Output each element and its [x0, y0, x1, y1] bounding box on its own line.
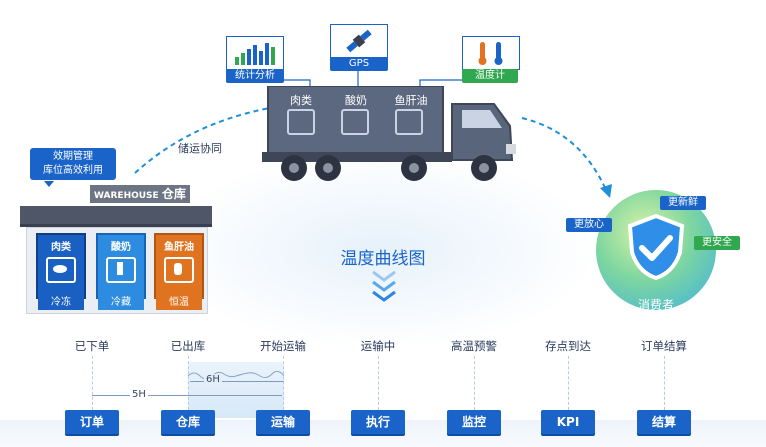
- flow-label-storage-transport: 储运协同: [178, 142, 222, 155]
- device-thermometer-label: 温度计: [462, 69, 518, 83]
- yogurt-icon: [106, 257, 136, 283]
- marker-6h: 6H: [204, 374, 222, 385]
- step-order-button[interactable]: 订单: [65, 410, 119, 434]
- marker-5h-line: [92, 395, 282, 396]
- step-status-ordered: 已下单: [74, 339, 110, 353]
- consumer-label: 消费者: [637, 298, 674, 312]
- marker-5h: 5H: [130, 389, 148, 400]
- fish-oil-icon: [164, 257, 194, 283]
- step-status-start-transport: 开始运输: [260, 339, 306, 353]
- step-status-in-transit: 运输中: [360, 339, 396, 353]
- warehouse-roof: [20, 206, 212, 227]
- step-settlement-button[interactable]: 结算: [637, 410, 691, 434]
- step-guide-5: [474, 356, 475, 410]
- step-guide-2: [188, 356, 189, 410]
- room-title: 鱼肝油: [164, 242, 194, 253]
- consumer-tag-safety: 更安全: [694, 236, 740, 250]
- step-status-heat-alert: 高温预警: [451, 339, 497, 353]
- room-temp-frozen: 冷冻: [38, 296, 84, 310]
- flow-arrow-storage-to-truck: [134, 102, 278, 174]
- truck: [262, 86, 516, 181]
- warehouse-sign-cn: 仓库: [161, 187, 186, 201]
- thermometer-icon: [478, 42, 503, 65]
- truck-cargo-fish-oil: 鱼肝油: [394, 94, 428, 107]
- warehouse-callout-tail: [44, 181, 54, 187]
- step-guide-3: [283, 356, 284, 410]
- consumer-tag-assurance: 更放心: [566, 218, 612, 232]
- room-title: 酸奶: [111, 242, 131, 253]
- warehouse-sign: WAREHOUSE 仓库: [90, 185, 190, 203]
- step-monitor-button[interactable]: 监控: [447, 410, 501, 434]
- device-stats-label: 统计分析: [226, 69, 284, 83]
- flow-arrow-truck-to-consumer: [521, 117, 612, 198]
- shield-check-icon: [627, 213, 685, 281]
- curve-title: 温度曲线图: [340, 249, 426, 269]
- step-transport-button[interactable]: 运输: [256, 410, 310, 434]
- step-guide-7: [664, 356, 665, 410]
- meat-icon: [46, 257, 76, 283]
- device-gps-label: GPS: [330, 57, 388, 71]
- truck-cargo-meat: 肉类: [290, 94, 312, 107]
- step-status-shipped: 已出库: [170, 339, 206, 353]
- warehouse-room-meat: 肉类: [36, 233, 86, 299]
- step-guide-4: [378, 356, 379, 410]
- step-status-settled: 订单结算: [641, 339, 687, 353]
- bar-chart-icon: [235, 43, 275, 65]
- step-warehouse-button[interactable]: 仓库: [161, 410, 215, 434]
- device-gps: [330, 24, 388, 58]
- warehouse-sign-text: WAREHOUSE: [94, 191, 159, 201]
- room-title: 肉类: [51, 242, 71, 253]
- step-kpi-button[interactable]: KPI: [541, 410, 595, 434]
- room-temp-chilled: 冷藏: [98, 296, 144, 310]
- background-glow: [160, 150, 600, 350]
- chevron-down-icon: [372, 270, 396, 302]
- truck-cargo-yogurt: 酸奶: [345, 94, 367, 107]
- callout-line: 库位高效利用: [43, 165, 103, 176]
- marker-6h-line: [190, 381, 284, 382]
- step-guide-6: [568, 356, 569, 410]
- device-stats: [226, 36, 284, 70]
- temperature-curve: [188, 370, 284, 380]
- warehouse-room-yogurt: 酸奶: [96, 233, 146, 299]
- warehouse-callout: 效期管理 库位高效利用: [30, 148, 116, 180]
- temperature-band: [188, 362, 284, 418]
- consumer-tag-fresh: 更新鲜: [660, 196, 706, 210]
- step-execute-button[interactable]: 执行: [351, 410, 405, 434]
- warehouse-room-fish-oil: 鱼肝油: [154, 233, 204, 299]
- step-guide-1: [92, 356, 93, 410]
- step-status-arrived: 存点到达: [545, 339, 591, 353]
- room-temp-ambient: 恒温: [156, 296, 202, 310]
- callout-line: 效期管理: [53, 151, 93, 162]
- satellite-icon: [346, 29, 372, 53]
